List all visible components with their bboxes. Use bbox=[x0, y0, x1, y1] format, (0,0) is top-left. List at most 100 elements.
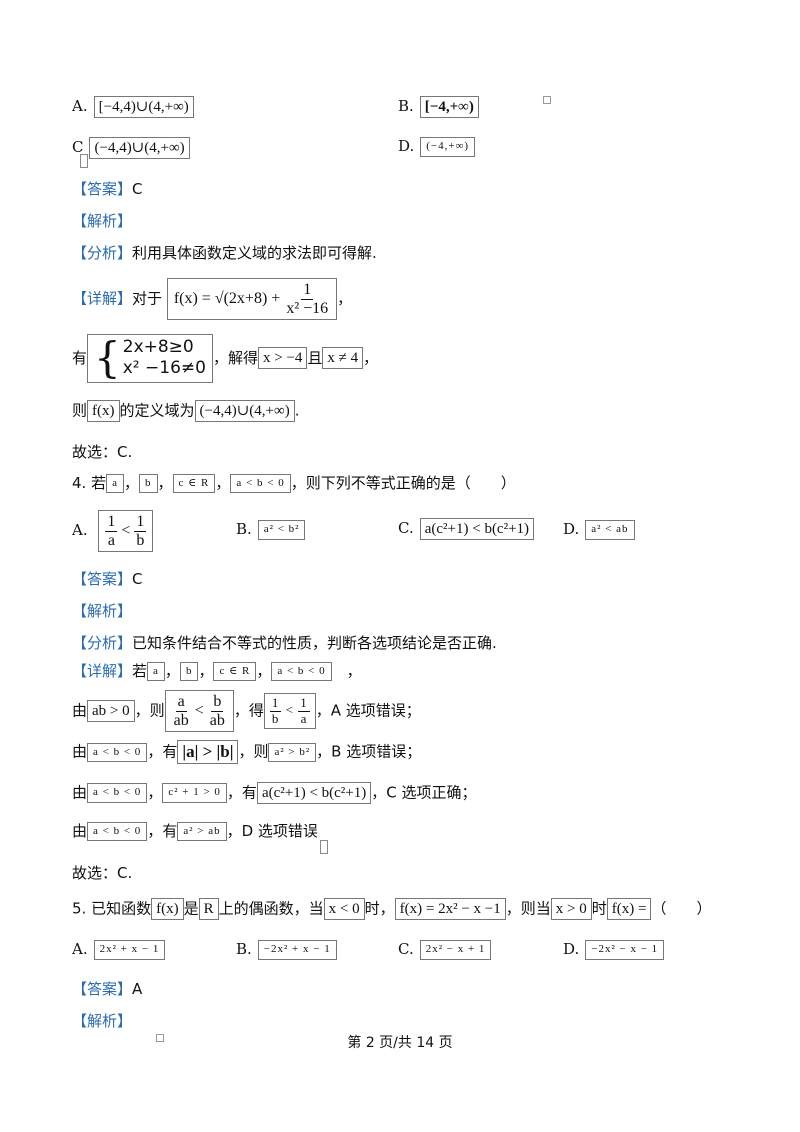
ze-text: 则 bbox=[72, 401, 88, 420]
fenxi-text: 已知条件结合不等式的性质，判断各选项结论是否正确. bbox=[132, 634, 497, 652]
math-expr: a bbox=[147, 662, 165, 682]
option-label: D. bbox=[398, 137, 415, 155]
you-text: ，有 bbox=[147, 822, 178, 841]
math-expr: a² < ab bbox=[585, 520, 635, 540]
q5-option-b: B.−2x² + x − 1 bbox=[236, 940, 337, 960]
math-expr: (−4,4)∪(4,+∞) bbox=[89, 137, 190, 159]
math-expr: b bbox=[139, 474, 158, 494]
option-label: A. bbox=[72, 521, 88, 540]
de-text: ，得 bbox=[233, 701, 264, 720]
result-text: ，C 选项正确； bbox=[371, 783, 477, 802]
you-text: 有 bbox=[72, 348, 88, 367]
q4-option-d: D.a² < ab bbox=[563, 520, 635, 540]
stem-text: 是 bbox=[183, 899, 199, 918]
ze-text: ，则 bbox=[134, 701, 165, 720]
you-text: 由 bbox=[72, 783, 88, 802]
result-text: ，B 选项错误； bbox=[316, 742, 422, 761]
option-label: A. bbox=[72, 940, 88, 958]
math-expr: f(x) bbox=[87, 400, 120, 422]
math-expr: f(x) bbox=[151, 898, 184, 920]
math-expr: a bbox=[106, 474, 124, 494]
option-label: B. bbox=[236, 940, 252, 958]
answer-value: C bbox=[132, 570, 143, 588]
option-label: B. bbox=[236, 520, 252, 538]
analysis-tag: 【解析】 bbox=[72, 602, 133, 620]
fraction-numerator: 1 bbox=[134, 513, 147, 532]
question-number: 5. bbox=[72, 899, 87, 918]
answer-tag: 【答案】 bbox=[72, 980, 133, 998]
domain-text: 的定义域为 bbox=[119, 401, 195, 420]
option-label: C bbox=[72, 138, 84, 156]
q4-analysis-heading: 【解析】 bbox=[72, 602, 132, 620]
math-expr: a² > ab bbox=[177, 822, 227, 842]
detail-prefix: 对于 bbox=[132, 289, 163, 308]
page-footer: 第 2 页/共 14 页 bbox=[347, 1035, 453, 1051]
fenxi-tag: 【分析】 bbox=[72, 244, 133, 262]
fenxi-text: 利用具体函数定义域的求法即可得解. bbox=[132, 244, 377, 262]
ruo-text: 若 bbox=[132, 662, 148, 681]
math-expr: a(c²+1) < b(c²+1) bbox=[419, 518, 535, 540]
math-expr: a < b < 0 bbox=[271, 662, 332, 682]
math-expr: 2x² + x − 1 bbox=[93, 940, 166, 960]
option-label: A. bbox=[72, 97, 88, 115]
fraction-numerator: 1 bbox=[301, 281, 314, 300]
stem-text: 已知函数 bbox=[91, 899, 152, 918]
qie-text: 且 bbox=[307, 348, 323, 367]
answer-tag: 【答案】 bbox=[72, 570, 133, 588]
result-text: ，A 选项错误； bbox=[315, 701, 421, 720]
q3-analysis-heading: 【解析】 bbox=[72, 212, 132, 230]
comma: ， bbox=[337, 289, 353, 308]
q3-option-d: D.(−4,+∞) bbox=[398, 137, 476, 157]
q5-option-c: C. 2x² − x + 1 bbox=[398, 940, 492, 960]
analysis-tag: 【解析】 bbox=[72, 212, 133, 230]
fx-expr: f(x) = √(2x+8) + bbox=[173, 289, 281, 307]
math-expr: 2x² − x + 1 bbox=[419, 940, 492, 960]
q3-answer: 【答案】C bbox=[72, 180, 143, 198]
q4-option-c: C. a(c²+1) < b(c²+1) bbox=[398, 518, 535, 540]
math-expr: x < 0 bbox=[323, 898, 365, 920]
marker-icon bbox=[543, 96, 551, 104]
option-label: B. bbox=[398, 97, 414, 115]
marker-icon bbox=[156, 1034, 164, 1042]
system-row-2: x² −16≠0 bbox=[122, 358, 206, 379]
math-expr: a² < b² bbox=[257, 520, 306, 540]
you-text: 由 bbox=[72, 822, 88, 841]
fraction-denominator: ab bbox=[173, 711, 189, 729]
math-expr: b bbox=[179, 662, 199, 682]
math-expr: a² > b² bbox=[268, 742, 317, 762]
answer-value: C bbox=[132, 180, 143, 198]
q5-option-a: A. 2x² + x − 1 bbox=[72, 940, 166, 960]
math-expr: a < b < 0 bbox=[87, 742, 148, 762]
fraction-numerator: 1 bbox=[269, 695, 282, 712]
math-expr: x > −4 bbox=[257, 347, 308, 370]
math-expr: c ∈ R bbox=[213, 662, 257, 682]
fraction-numerator: a bbox=[175, 693, 187, 712]
math-expr: a < b < 0 bbox=[87, 822, 148, 842]
you-text: ，有 bbox=[226, 783, 257, 802]
jiede-text: ，解得 bbox=[212, 348, 258, 367]
option-label: C. bbox=[398, 519, 414, 537]
option-label: C. bbox=[398, 940, 414, 958]
math-expr: [−4,4)∪(4,+∞) bbox=[93, 96, 194, 118]
math-expr: c² + 1 > 0 bbox=[162, 783, 227, 803]
q4-fenxi: 【分析】已知条件结合不等式的性质，判断各选项结论是否正确. bbox=[72, 634, 497, 652]
q5-analysis-heading: 【解析】 bbox=[72, 1012, 132, 1030]
q3-fenxi: 【分析】利用具体函数定义域的求法即可得解. bbox=[72, 244, 377, 262]
math-expr: |a| > |b| bbox=[177, 740, 239, 765]
math-expr: R bbox=[198, 898, 219, 920]
fraction-denominator: a bbox=[300, 710, 308, 726]
answer-value: A bbox=[132, 980, 143, 998]
detail-tag: 【详解】 bbox=[72, 289, 133, 308]
you-text: 由 bbox=[72, 742, 88, 761]
math-expr: x ≠ 4 bbox=[322, 347, 364, 370]
